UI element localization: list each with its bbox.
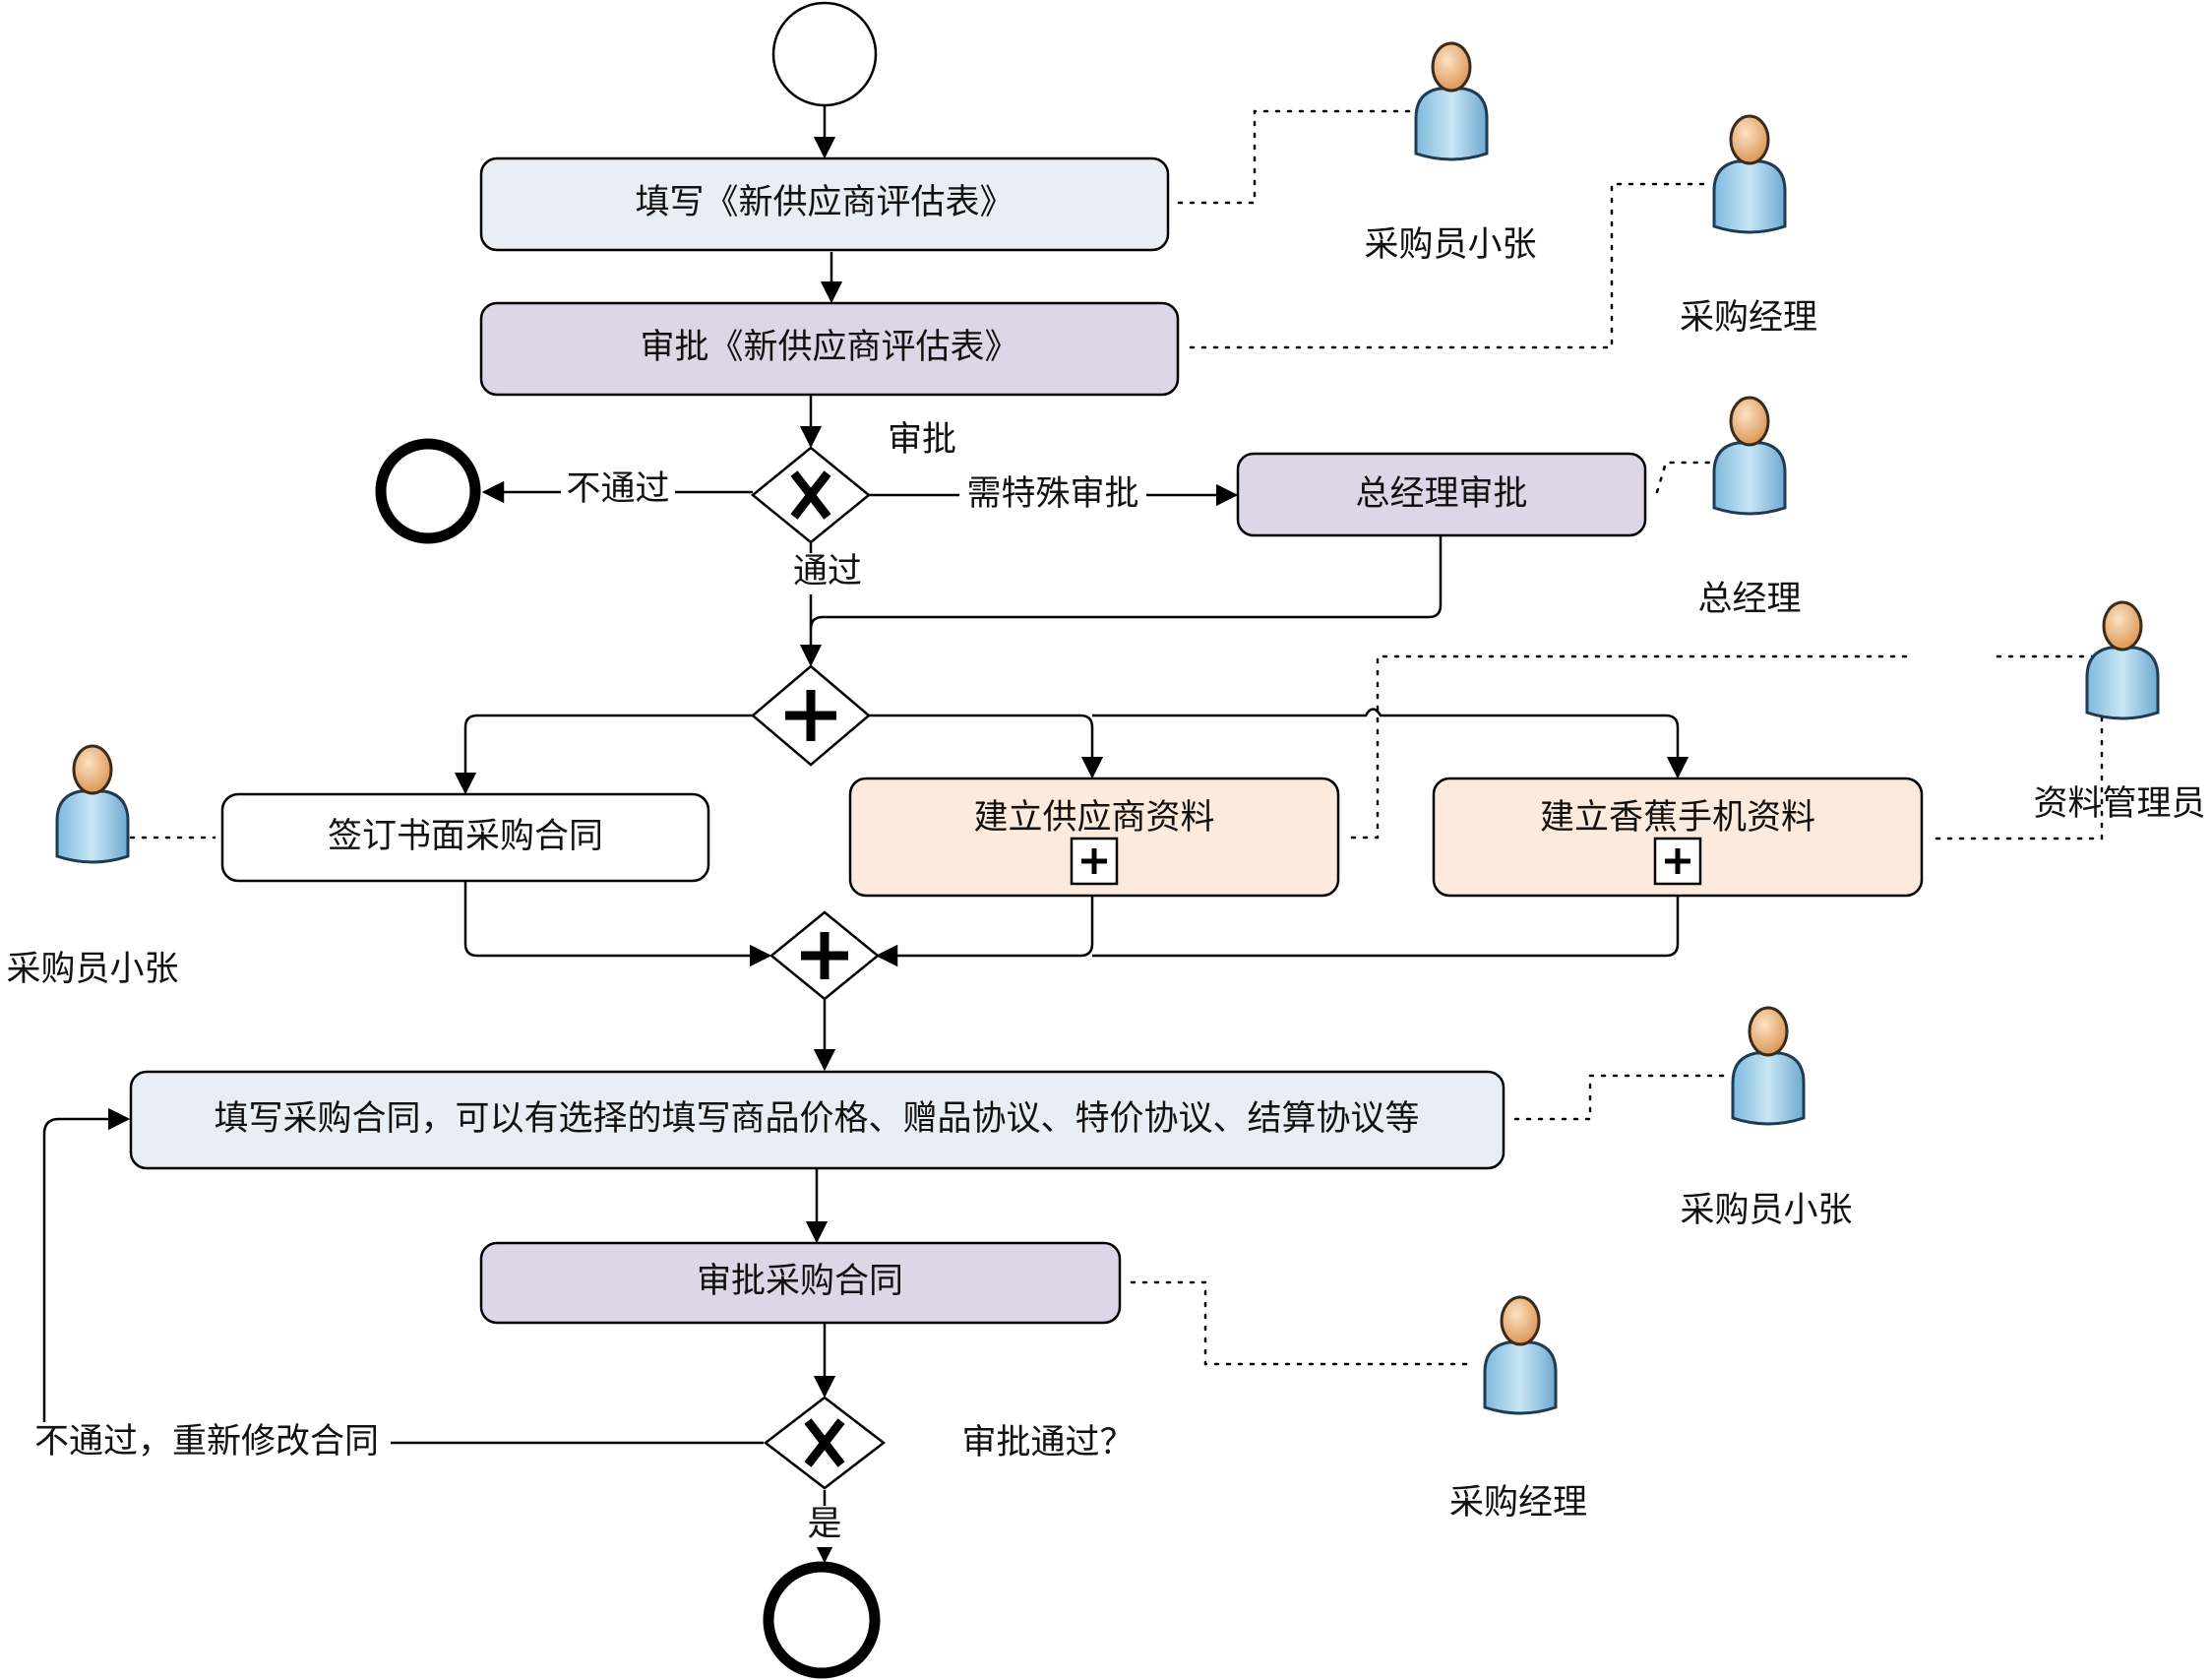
- assoc-fill-contract-buyer: [1513, 1074, 1726, 1121]
- label-approve: 审批: [888, 420, 956, 460]
- task-sign-contract[interactable]: 签订书面采购合同: [220, 792, 710, 883]
- role-label: 采购员小张: [6, 950, 178, 989]
- task-label: 填写《新供应商评估表》: [635, 183, 1014, 222]
- flow-labels: 审批 不通过 需特殊审批 通过 审批通过？ 不通过，重新修改合同 是: [22, 420, 1146, 1547]
- parallel-gateway-join: [769, 910, 880, 1001]
- plus-gateway-icon: [801, 932, 848, 979]
- person-icon: [1483, 1295, 1558, 1415]
- role-label: 采购员小张: [1364, 225, 1536, 265]
- performers: 采购员小张 采购经理 总经理 资料管理员 采购员小张 采购员小张 采购经理: [6, 41, 2206, 1523]
- task-fill-eval-form[interactable]: 填写《新供应商评估表》: [479, 156, 1170, 252]
- x-gateway-icon: [804, 1418, 845, 1467]
- assoc-fill-form-buyer: [1177, 109, 1411, 205]
- start-event: [771, 1, 878, 107]
- role-label: 资料管理员: [2033, 784, 2205, 824]
- label-reject: 不通过: [566, 469, 669, 509]
- task-label: 建立香蕉手机资料: [1540, 798, 1815, 838]
- end-event-complete: [763, 1561, 881, 1679]
- plus-box-icon[interactable]: [1653, 837, 1702, 886]
- label-pass: 通过: [793, 552, 862, 591]
- plus-box-icon[interactable]: [1070, 837, 1119, 886]
- flow-supplier-to-join: [875, 897, 1094, 967]
- task-gm-approve[interactable]: 总经理审批: [1236, 452, 1647, 537]
- task-label: 审批《新供应商评估表》: [640, 328, 1018, 367]
- person-icon: [1414, 41, 1489, 161]
- subprocess-create-supplier-info[interactable]: 建立供应商资料: [848, 777, 1340, 898]
- assoc-supplier-admin: [1350, 654, 1916, 840]
- flow-fork-to-supplier: [869, 714, 1104, 779]
- flow-fork-to-banana: [1092, 708, 1690, 779]
- assoc-approve-manager: [1189, 182, 1714, 349]
- subprocess-create-banana-phone-info[interactable]: 建立香蕉手机资料: [1432, 777, 1924, 898]
- person-icon: [55, 744, 130, 864]
- task-label: 建立供应商资料: [973, 798, 1214, 838]
- role-label: 采购经理: [1680, 298, 1817, 338]
- assoc-approve-contract-manager: [1130, 1280, 1473, 1366]
- exclusive-gateway-eval: [751, 446, 871, 544]
- task-label: 填写采购合同，可以有选择的填写商品价格、赠品协议、特价协议、结算协议等: [214, 1099, 1419, 1139]
- exclusive-gateway-contract: [763, 1396, 887, 1490]
- task-label: 总经理审批: [1355, 474, 1527, 514]
- label-contract-question: 审批通过？: [961, 1423, 1134, 1462]
- task-fill-contract[interactable]: 填写采购合同，可以有选择的填写商品价格、赠品协议、特价协议、结算协议等: [129, 1070, 1505, 1170]
- end-event-rejected: [375, 438, 481, 544]
- parallel-gateway-fork: [751, 664, 871, 767]
- person-icon: [2085, 600, 2160, 720]
- role-label: 采购员小张: [1680, 1191, 1852, 1230]
- task-label: 签订书面采购合同: [328, 817, 603, 856]
- flow-fork-to-sign: [454, 714, 753, 795]
- person-icon: [1731, 1006, 1806, 1126]
- associations: [129, 109, 2104, 1366]
- flow-banana-to-join: [1092, 897, 1680, 958]
- flow-sign-to-join: [463, 881, 772, 967]
- role-label: 总经理: [1697, 580, 1801, 619]
- task-approve-eval-form[interactable]: 审批《新供应商评估表》: [479, 301, 1180, 397]
- task-approve-contract[interactable]: 审批采购合同: [479, 1241, 1122, 1325]
- label-reject-rewrite: 不通过，重新修改合同: [34, 1422, 379, 1462]
- label-yes: 是: [807, 1505, 841, 1544]
- role-label: 采购经理: [1449, 1483, 1587, 1523]
- x-gateway-icon: [790, 470, 831, 520]
- task-label: 审批采购合同: [697, 1262, 903, 1301]
- plus-gateway-icon: [785, 690, 836, 741]
- label-special: 需特殊审批: [966, 474, 1138, 514]
- assoc-gm: [1655, 461, 1712, 494]
- flow-gm-to-fork: [809, 536, 1443, 630]
- person-icon: [1712, 396, 1787, 516]
- person-icon: [1712, 114, 1787, 234]
